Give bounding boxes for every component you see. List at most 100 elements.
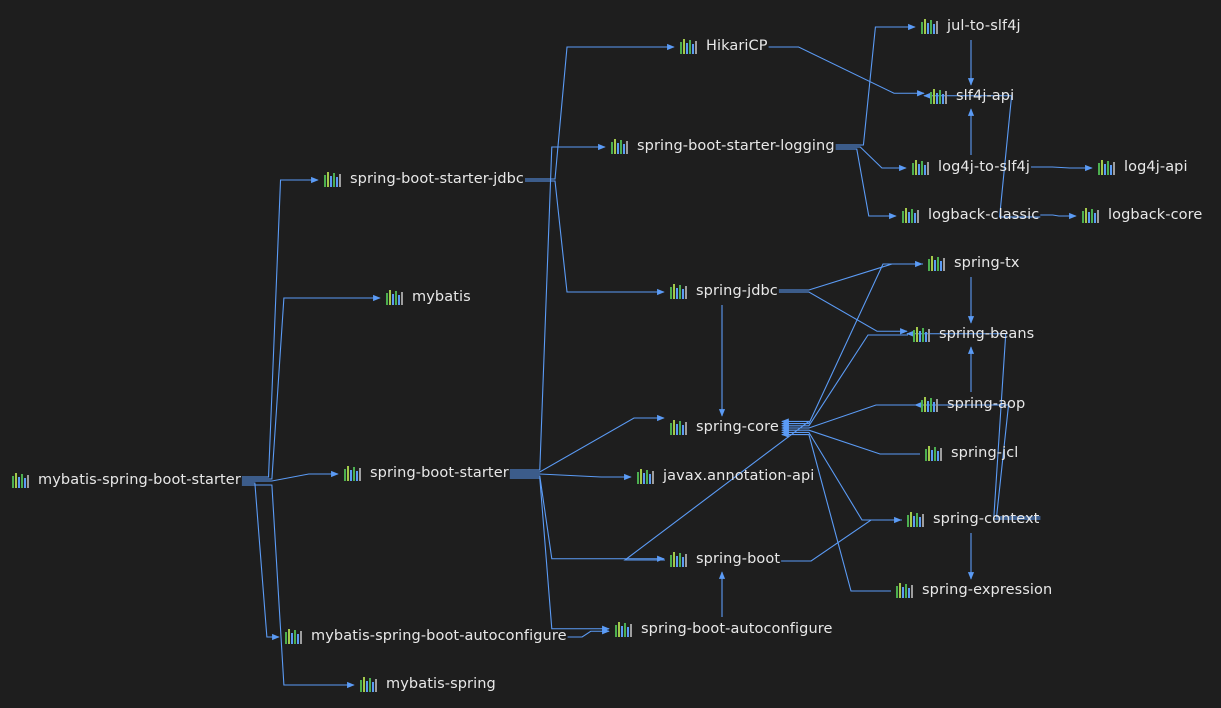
node-spring-jcl[interactable]: spring-jcl bbox=[924, 445, 1018, 461]
node-spring-boot-autoconfigure[interactable]: spring-boot-autoconfigure bbox=[614, 621, 833, 637]
node-label: jul-to-slf4j bbox=[947, 17, 1021, 34]
node-mybatis-spring[interactable]: mybatis-spring bbox=[359, 676, 496, 692]
node-spring-expression[interactable]: spring-expression bbox=[895, 582, 1052, 598]
edge-mybatis-spring-boot-starter-to-spring-boot-starter bbox=[241, 470, 339, 482]
library-bars-icon bbox=[912, 326, 932, 342]
node-spring-tx[interactable]: spring-tx bbox=[927, 255, 1020, 271]
edge-mybatis-spring-boot-starter-to-mybatis-spring bbox=[241, 484, 355, 689]
node-label: spring-boot-autoconfigure bbox=[641, 620, 833, 637]
edge-spring-jdbc-to-spring-beans bbox=[778, 291, 908, 335]
library-bars-icon bbox=[924, 445, 944, 461]
edge-spring-tx-to-spring-core bbox=[781, 263, 923, 427]
node-mybatis[interactable]: mybatis bbox=[385, 289, 471, 305]
library-bars-icon bbox=[679, 38, 699, 54]
node-spring-boot-starter-jdbc[interactable]: spring-boot-starter-jdbc bbox=[323, 171, 524, 187]
edge-spring-expression-to-spring-core bbox=[781, 431, 891, 592]
edge-spring-context-to-spring-aop bbox=[914, 401, 1041, 518]
node-jul-to-slf4j[interactable]: jul-to-slf4j bbox=[920, 18, 1021, 34]
library-bars-icon bbox=[906, 511, 926, 527]
edge-spring-boot-starter-jdbc-to-spring-jdbc bbox=[525, 180, 665, 296]
node-label: spring-jcl bbox=[951, 444, 1019, 461]
node-label: HikariCP bbox=[706, 37, 768, 54]
node-label: mybatis bbox=[412, 288, 471, 305]
edge-spring-boot-starter-to-javax.annotation-api bbox=[509, 473, 632, 481]
edge-spring-boot-starter-logging-to-log4j-to-slf4j bbox=[835, 146, 907, 172]
edge-spring-boot-starter-to-spring-core bbox=[509, 414, 665, 473]
node-label: mybatis-spring bbox=[386, 675, 496, 692]
library-bars-icon bbox=[614, 621, 634, 637]
edge-spring-context-to-spring-core bbox=[781, 429, 902, 521]
edge-mybatis-spring-boot-starter-to-mybatis-spring-boot-autoconfigure bbox=[241, 482, 280, 641]
node-spring-beans[interactable]: spring-beans bbox=[912, 326, 1034, 342]
library-bars-icon bbox=[610, 138, 630, 154]
node-javax-annotation-api[interactable]: javax.annotation-api bbox=[636, 468, 814, 484]
node-label: spring-jdbc bbox=[696, 282, 778, 299]
node-label: log4j-to-slf4j bbox=[938, 158, 1030, 175]
library-bars-icon bbox=[911, 159, 931, 175]
edge-spring-boot-starter-logging-to-jul-to-slf4j bbox=[835, 23, 916, 146]
node-hikaricp[interactable]: HikariCP bbox=[679, 38, 768, 54]
node-log4j-to-slf4j[interactable]: log4j-to-slf4j bbox=[911, 159, 1030, 175]
edge-mybatis-spring-boot-autoconfigure-to-spring-boot-autoconfigure bbox=[567, 628, 610, 638]
node-spring-core[interactable]: spring-core bbox=[669, 419, 779, 435]
edge-spring-boot-starter-to-spring-boot-starter-logging bbox=[509, 143, 606, 471]
library-bars-icon bbox=[1081, 207, 1101, 223]
edge-logback-classic-to-logback-core bbox=[1040, 212, 1077, 220]
node-label: javax.annotation-api bbox=[663, 467, 815, 484]
node-spring-jdbc[interactable]: spring-jdbc bbox=[669, 283, 778, 299]
edge-spring-boot-starter-to-spring-boot bbox=[509, 475, 665, 562]
edge-mybatis-spring-boot-starter-to-spring-boot-starter-jdbc bbox=[241, 176, 319, 478]
library-bars-icon bbox=[920, 396, 940, 412]
library-bars-icon bbox=[11, 472, 31, 488]
node-slf4j-api[interactable]: slf4j-api bbox=[929, 88, 1014, 104]
node-logback-classic[interactable]: logback-classic bbox=[901, 207, 1039, 223]
node-spring-boot-starter-logging[interactable]: spring-boot-starter-logging bbox=[610, 138, 835, 154]
node-spring-context[interactable]: spring-context bbox=[906, 511, 1039, 527]
edge-spring-jdbc-to-spring-tx bbox=[778, 260, 923, 291]
edge-spring-context-to-spring-beans bbox=[906, 330, 1041, 520]
node-label: spring-beans bbox=[939, 325, 1035, 342]
library-bars-icon bbox=[927, 255, 947, 271]
library-bars-icon bbox=[359, 676, 379, 692]
library-bars-icon bbox=[1097, 159, 1117, 175]
edge-log4j-to-slf4j-to-log4j-api bbox=[1031, 164, 1093, 172]
library-bars-icon bbox=[669, 551, 689, 567]
node-spring-boot-starter[interactable]: spring-boot-starter bbox=[343, 465, 509, 481]
edge-spring-boot-starter-to-spring-boot-autoconfigure bbox=[509, 477, 610, 632]
node-spring-aop[interactable]: spring-aop bbox=[920, 396, 1025, 412]
library-bars-icon bbox=[669, 283, 689, 299]
library-bars-icon bbox=[343, 465, 363, 481]
edge-spring-jcl-to-spring-core bbox=[781, 427, 920, 455]
edge-spring-boot-starter-jdbc-to-HikariCP bbox=[525, 43, 675, 180]
library-bars-icon bbox=[385, 289, 405, 305]
node-label: spring-boot-starter-logging bbox=[637, 137, 835, 154]
node-mybatis-spring-boot-starter[interactable]: mybatis-spring-boot-starter bbox=[11, 472, 241, 488]
node-mybatis-spring-boot-autoconfigure[interactable]: mybatis-spring-boot-autoconfigure bbox=[284, 628, 567, 644]
library-bars-icon bbox=[895, 582, 915, 598]
node-label: logback-classic bbox=[928, 206, 1040, 223]
library-bars-icon bbox=[901, 207, 921, 223]
node-label: spring-aop bbox=[947, 395, 1026, 412]
node-label: spring-context bbox=[933, 510, 1040, 527]
edge-mybatis-spring-boot-starter-to-mybatis bbox=[241, 294, 381, 480]
edge-spring-boot-starter-logging-to-logback-classic bbox=[835, 148, 897, 220]
node-label: spring-boot-starter-jdbc bbox=[350, 170, 525, 187]
library-bars-icon bbox=[920, 18, 940, 34]
node-label: slf4j-api bbox=[956, 87, 1015, 104]
node-label: mybatis-spring-boot-autoconfigure bbox=[311, 627, 567, 644]
node-spring-boot[interactable]: spring-boot bbox=[669, 551, 780, 567]
node-label: spring-boot bbox=[696, 550, 781, 567]
edge-spring-boot-to-spring-core bbox=[623, 418, 811, 561]
library-bars-icon bbox=[323, 171, 343, 187]
node-label: mybatis-spring-boot-starter bbox=[38, 471, 241, 488]
node-log4j-api[interactable]: log4j-api bbox=[1097, 159, 1188, 175]
node-label: log4j-api bbox=[1124, 158, 1188, 175]
node-label: logback-core bbox=[1108, 206, 1203, 223]
library-bars-icon bbox=[929, 88, 949, 104]
node-label: spring-boot-starter bbox=[370, 464, 509, 481]
library-bars-icon bbox=[669, 419, 689, 435]
edge-HikariCP-to-slf4j-api bbox=[768, 46, 925, 97]
node-logback-core[interactable]: logback-core bbox=[1081, 207, 1202, 223]
node-label: spring-tx bbox=[954, 254, 1020, 271]
